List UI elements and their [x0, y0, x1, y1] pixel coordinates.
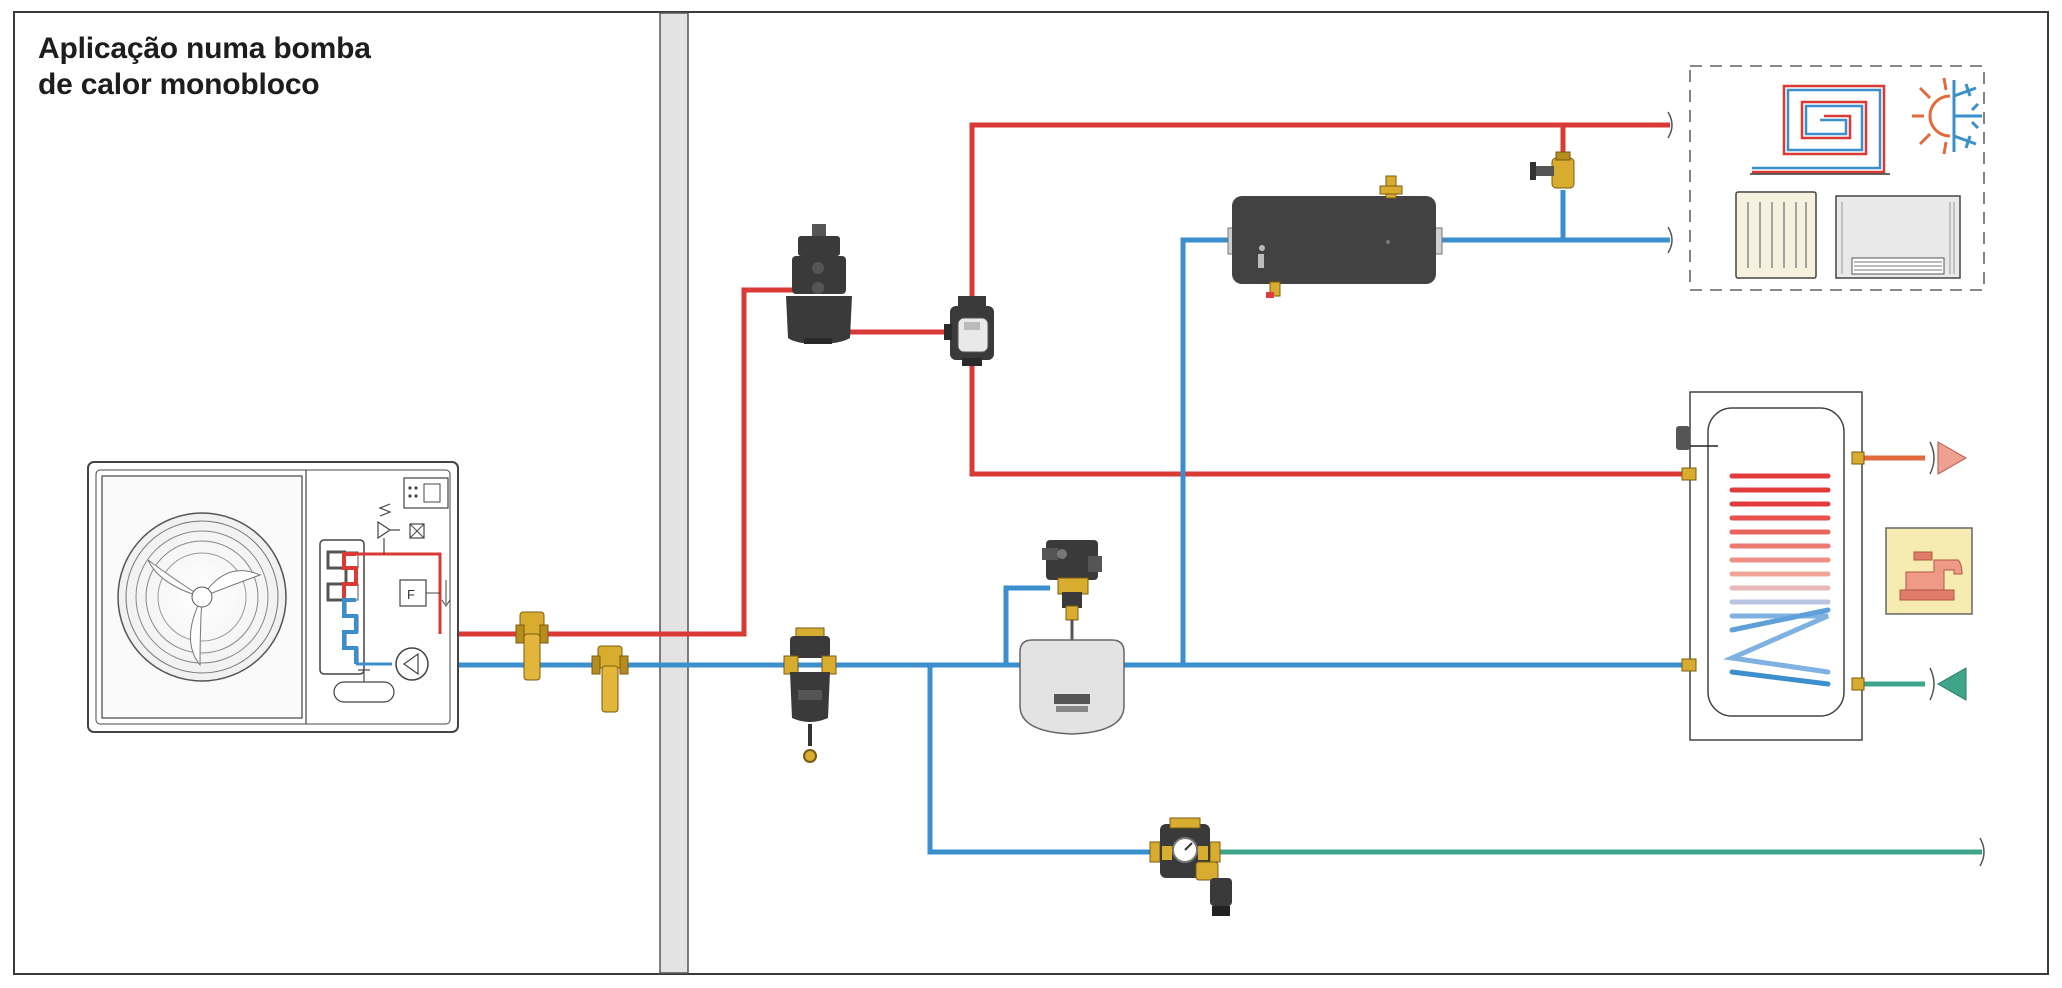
fan-icon [117, 512, 287, 682]
page-title-line2: de calor monobloco [38, 68, 320, 101]
faucet-icon [1885, 527, 1973, 615]
heat-pump-icon: F [87, 461, 459, 733]
filling-unit [1149, 817, 1232, 916]
cold-pipe-expansion-branch [1003, 585, 1050, 665]
fan-coil-icon [1835, 195, 1961, 279]
emitters-box [1689, 65, 1985, 291]
building-wall [659, 12, 689, 974]
buffer-tank [1227, 175, 1443, 298]
dhw-cylinder [1676, 391, 1865, 741]
cold-pipe-makeup-branch [927, 665, 1150, 855]
dirt-separator [786, 224, 852, 344]
page-title: Aplicação numa bomba [38, 32, 371, 65]
hot-outlet-arrow-icon [1937, 441, 1968, 475]
bypass-valve [1530, 151, 1575, 189]
hot-pipe-to-wall [520, 287, 800, 637]
anti-freeze-valve-cold [591, 645, 629, 713]
pipes [430, 122, 1982, 855]
heating-coil [1722, 473, 1831, 687]
cold-inlet-arrow-icon [1936, 667, 1967, 701]
hot-pipe-riser [969, 122, 1670, 300]
heat-cool-icon [1912, 77, 1982, 155]
magnetic-filter [783, 627, 837, 763]
flow-meter-label: F [407, 587, 415, 602]
anti-freeze-valve-hot [515, 611, 549, 681]
radiator-icon [1735, 191, 1817, 279]
zone-valve [944, 296, 994, 366]
underfloor-heating-icon [1750, 84, 1890, 175]
hot-pipe-to-cylinder [969, 360, 1694, 477]
expansion-vessel [1019, 540, 1125, 735]
cold-pipe-riser [1180, 237, 1228, 665]
pipe-open-ends [1667, 111, 1985, 867]
